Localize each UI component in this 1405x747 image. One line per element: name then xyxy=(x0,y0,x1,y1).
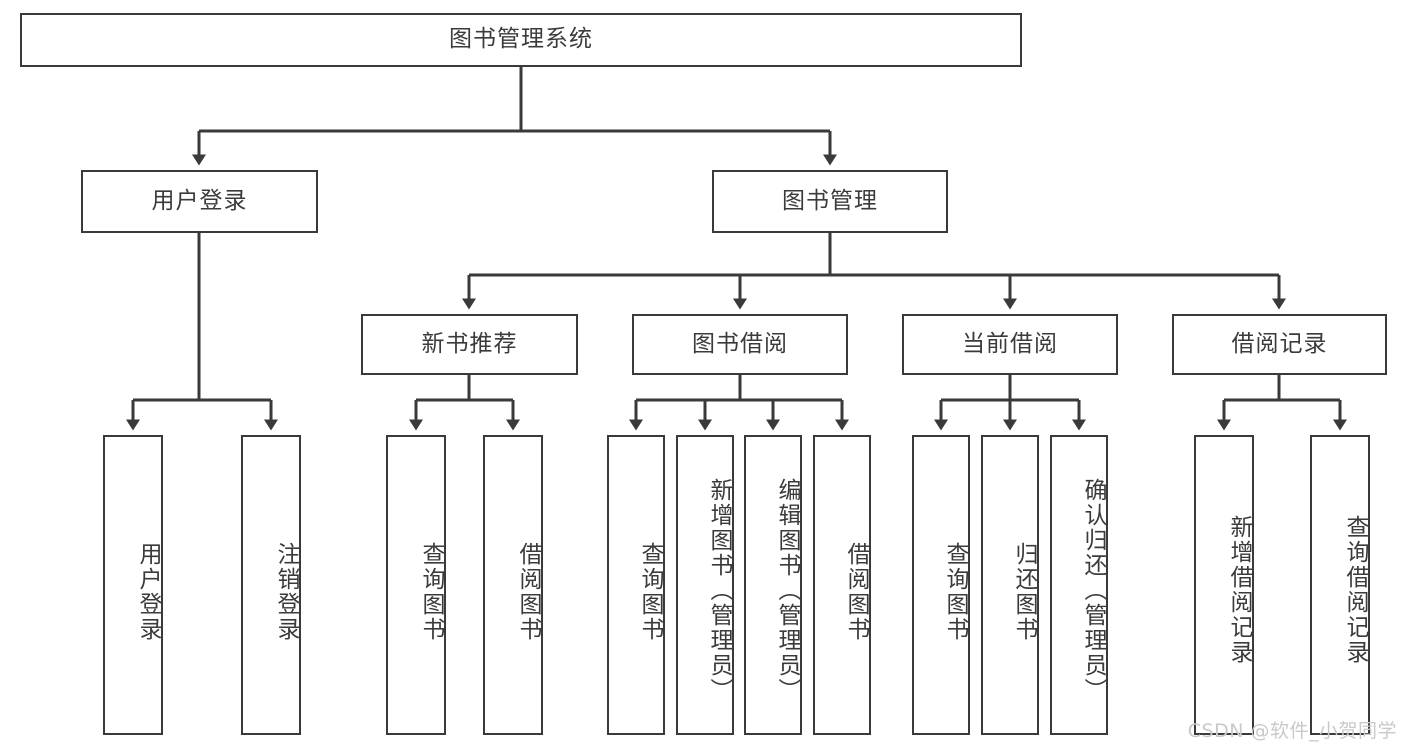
leaf-user-login[interactable]: 用户登录 xyxy=(103,435,163,735)
leaf-query-borrow-record[interactable]: 查询借阅记录 xyxy=(1310,435,1370,735)
leaf-borrow-book-1[interactable]: 借阅图书 xyxy=(483,435,543,735)
leaf-borrow-book-2[interactable]: 借阅图书 xyxy=(813,435,871,735)
leaf-return-book[interactable]: 归还图书 xyxy=(981,435,1039,735)
leaf-edit-book-admin-label: 编辑图书（管理员） xyxy=(774,477,800,703)
node-user-login-label: 用户登录 xyxy=(151,187,248,214)
watermark: CSDN @软件_小贺同学 xyxy=(1187,720,1397,742)
leaf-query-book-3[interactable]: 查询图书 xyxy=(912,435,970,735)
node-book-borrow[interactable]: 图书借阅 xyxy=(632,314,848,375)
node-root-label: 图书管理系统 xyxy=(449,26,593,53)
leaf-user-login-label: 用户登录 xyxy=(135,542,161,642)
leaf-query-book-2-label: 查询图书 xyxy=(637,542,663,642)
leaf-query-borrow-record-label: 查询借阅记录 xyxy=(1342,515,1368,665)
leaf-query-book-1-label: 查询图书 xyxy=(418,542,444,642)
node-new-book-recommend-label: 新书推荐 xyxy=(421,330,518,357)
leaf-borrow-book-2-label: 借阅图书 xyxy=(843,542,869,642)
node-borrow-record[interactable]: 借阅记录 xyxy=(1172,314,1387,375)
node-user-login[interactable]: 用户登录 xyxy=(81,170,318,233)
node-root[interactable]: 图书管理系统 xyxy=(20,13,1022,67)
leaf-logout-login[interactable]: 注销登录 xyxy=(241,435,301,735)
leaf-query-book-2[interactable]: 查询图书 xyxy=(607,435,665,735)
leaf-logout-login-label: 注销登录 xyxy=(273,542,299,642)
leaf-return-book-label: 归还图书 xyxy=(1011,542,1037,642)
node-current-borrow[interactable]: 当前借阅 xyxy=(902,314,1118,375)
leaf-add-borrow-record[interactable]: 新增借阅记录 xyxy=(1194,435,1254,735)
leaf-add-borrow-record-label: 新增借阅记录 xyxy=(1226,515,1252,665)
node-borrow-record-label: 借阅记录 xyxy=(1231,330,1328,357)
node-current-borrow-label: 当前借阅 xyxy=(962,330,1058,357)
leaf-query-book-3-label: 查询图书 xyxy=(942,542,968,642)
leaf-borrow-book-1-label: 借阅图书 xyxy=(515,542,541,642)
leaf-edit-book-admin[interactable]: 编辑图书（管理员） xyxy=(744,435,802,735)
node-book-manage[interactable]: 图书管理 xyxy=(712,170,948,233)
leaf-confirm-return-admin-label: 确认归还（管理员） xyxy=(1080,477,1106,703)
node-book-borrow-label: 图书借阅 xyxy=(692,330,788,357)
node-new-book-recommend[interactable]: 新书推荐 xyxy=(361,314,578,375)
leaf-add-book-admin[interactable]: 新增图书（管理员） xyxy=(676,435,734,735)
leaf-add-book-admin-label: 新增图书（管理员） xyxy=(706,477,732,703)
leaf-confirm-return-admin[interactable]: 确认归还（管理员） xyxy=(1050,435,1108,735)
node-book-manage-label: 图书管理 xyxy=(782,187,878,214)
leaf-query-book-1[interactable]: 查询图书 xyxy=(386,435,446,735)
